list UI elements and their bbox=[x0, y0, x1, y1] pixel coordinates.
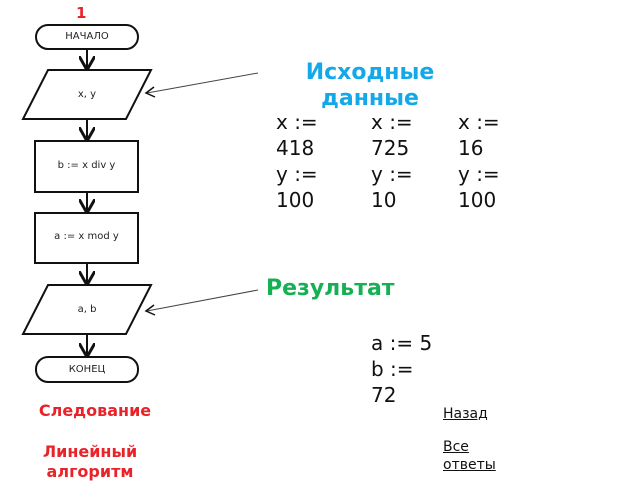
x-label: x := bbox=[371, 110, 413, 134]
input-column-1: x := 418 y := 100 bbox=[276, 109, 346, 213]
x-label: x := bbox=[458, 110, 500, 134]
mod-step-label: a := x mod y bbox=[54, 231, 119, 242]
a-result: a := 5 bbox=[371, 331, 433, 355]
b-label: b := bbox=[371, 357, 414, 381]
end-label: КОНЕЦ bbox=[68, 364, 106, 375]
input-pointer-arrow bbox=[146, 72, 259, 94]
result-heading: Результат bbox=[266, 276, 395, 301]
x-value: 725 bbox=[371, 136, 410, 160]
result-values: a := 5 b := 72 bbox=[371, 330, 451, 408]
start-label: НАЧАЛО bbox=[65, 31, 109, 42]
y-value: 100 bbox=[458, 188, 497, 212]
y-label: y := bbox=[458, 162, 500, 186]
back-link[interactable]: Назад bbox=[443, 406, 488, 422]
input-data-heading: Исходные данные bbox=[305, 60, 435, 111]
all-answers-link[interactable]: Все ответы bbox=[443, 439, 496, 473]
linear-algorithm-label: Линейный алгоритм bbox=[42, 442, 138, 481]
slide-number: 1 bbox=[76, 4, 87, 22]
x-label: x := bbox=[276, 110, 318, 134]
process-div-box bbox=[34, 140, 139, 193]
input-parallelogram bbox=[21, 69, 153, 120]
end-terminator bbox=[35, 356, 139, 383]
input-column-2: x := 725 y := 10 bbox=[371, 109, 441, 213]
output-label: a, b bbox=[77, 304, 97, 315]
y-label: y := bbox=[371, 162, 413, 186]
input-column-3: x := 16 y := 100 bbox=[458, 109, 528, 213]
input-label: x, y bbox=[77, 89, 97, 100]
x-value: 16 bbox=[458, 136, 484, 160]
output-parallelogram bbox=[21, 284, 153, 335]
y-value: 100 bbox=[276, 188, 315, 212]
b-value: 72 bbox=[371, 383, 397, 407]
y-value: 10 bbox=[371, 188, 397, 212]
sequence-label: Следование bbox=[38, 401, 152, 420]
process-mod-box bbox=[34, 212, 139, 264]
x-value: 418 bbox=[276, 136, 315, 160]
output-pointer-arrow bbox=[146, 289, 259, 312]
y-label: y := bbox=[276, 162, 318, 186]
div-step-label: b := x div y bbox=[57, 160, 116, 171]
